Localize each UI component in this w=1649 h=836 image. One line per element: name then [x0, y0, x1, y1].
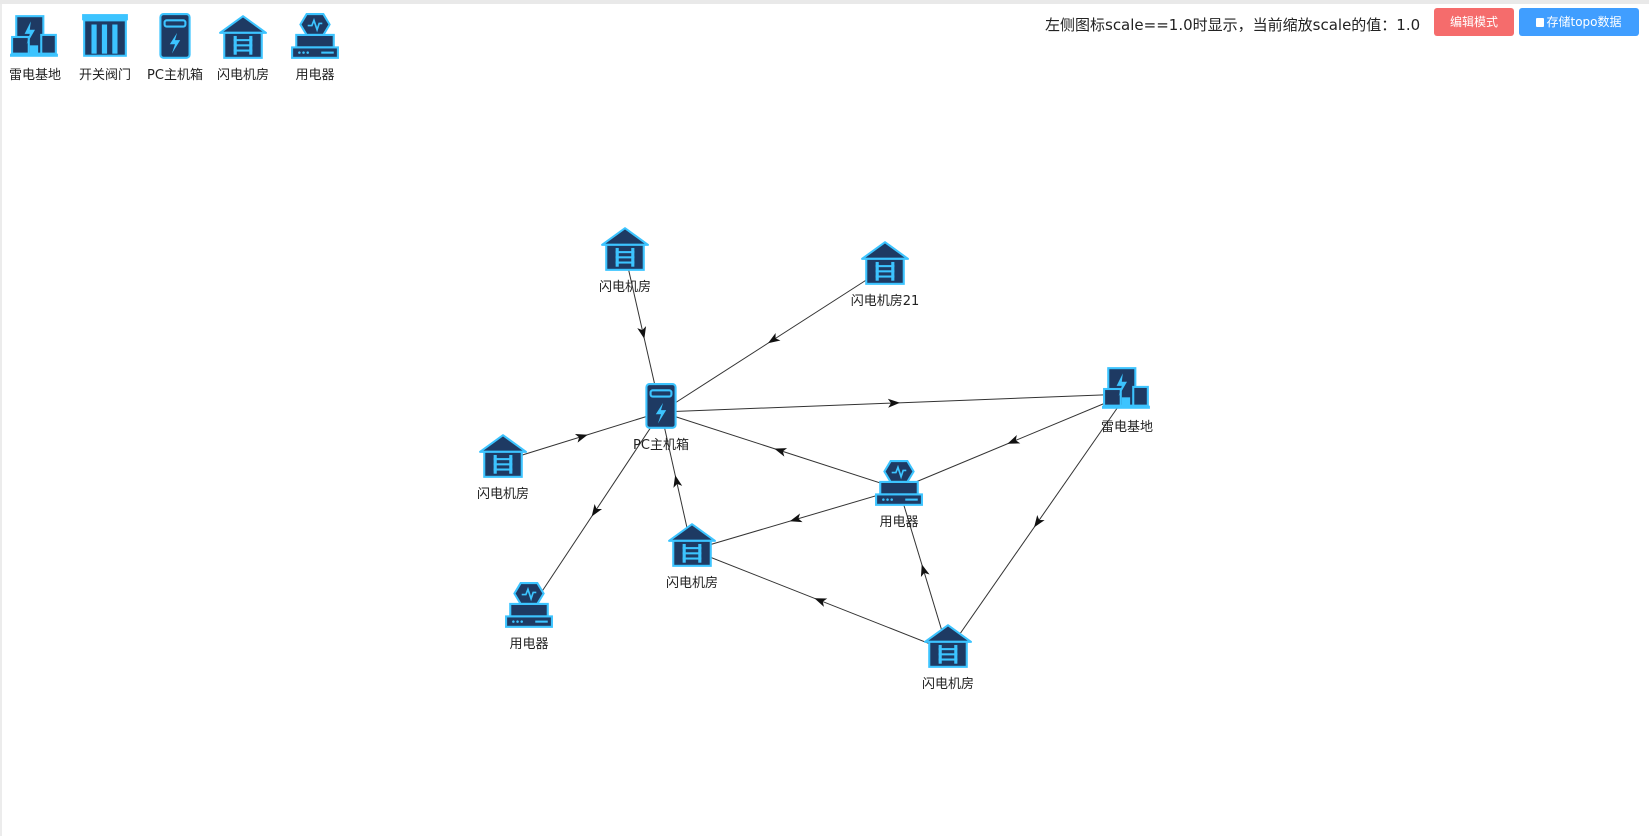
link-arrow — [814, 598, 828, 607]
topo-node-pc-case[interactable]: PC主机箱 — [631, 382, 691, 454]
link-arrow — [887, 398, 900, 408]
machine-room-icon — [218, 12, 268, 66]
topo-node-label: 用电器 — [879, 515, 919, 530]
topo-node-label: PC主机箱 — [633, 438, 689, 453]
link-arrow — [789, 513, 803, 523]
palette-item-substation[interactable]: 雷电基地 — [0, 8, 70, 88]
link-arrow — [1034, 515, 1045, 528]
window-top-strip — [0, 0, 1649, 4]
palette-item-appliance[interactable]: 用电器 — [280, 8, 350, 88]
appliance-icon — [290, 12, 340, 66]
topo-node-label: 雷电基地 — [1100, 420, 1153, 435]
topo-node-label: 闪电机房 — [665, 576, 718, 591]
switch-valve-icon — [80, 12, 130, 66]
edit-mode-button[interactable]: 编辑模式 — [1434, 8, 1514, 36]
link-arrow — [774, 448, 788, 457]
pc-case-icon — [150, 12, 200, 66]
palette-item-label: 闪电机房 — [216, 68, 269, 83]
topo-node-machine-room[interactable]: 闪电机房21 — [851, 238, 919, 310]
palette-item-label: 雷电基地 — [8, 68, 61, 83]
topo-node-label: 闪电机房 — [921, 677, 974, 692]
topology-canvas[interactable]: PC主机箱 闪电机房 闪电机房21 雷电基地 闪电机房 — [0, 92, 1649, 836]
link-arrow — [767, 332, 781, 344]
save-icon — [1536, 18, 1545, 27]
palette-item-pc-case[interactable]: PC主机箱 — [140, 8, 210, 88]
link-arrow — [574, 433, 588, 443]
topo-node-machine-room[interactable]: 闪电机房 — [595, 224, 655, 296]
link-arrow — [591, 504, 603, 517]
topo-node-label: 闪电机房 — [598, 280, 651, 295]
link-arrow — [673, 475, 683, 488]
palette-item-label: 开关阀门 — [78, 68, 131, 83]
topo-node-label: 用电器 — [509, 637, 549, 652]
topo-node-substation[interactable]: 雷电基地 — [1097, 364, 1157, 436]
save-topo-label: 存储topo数据 — [1546, 15, 1622, 29]
topo-node-machine-room[interactable]: 闪电机房 — [918, 621, 978, 693]
palette-item-machine-room[interactable]: 闪电机房 — [208, 8, 278, 88]
link-arrow — [920, 564, 930, 578]
scale-info-text: 左侧图标scale==1.0时显示，当前缩放scale的值：1.0 — [1045, 16, 1421, 34]
substation-icon — [10, 12, 60, 66]
link-arrow — [637, 326, 647, 339]
topo-node-appliance[interactable]: 用电器 — [499, 581, 559, 653]
palette-item-switch-valve[interactable]: 开关阀门 — [70, 8, 140, 88]
topo-node-machine-room[interactable]: 闪电机房 — [473, 431, 533, 503]
link-arrow — [1007, 435, 1021, 444]
topology-links — [502, 253, 1128, 652]
save-topo-button[interactable]: 存储topo数据 — [1519, 8, 1639, 36]
topo-node-label: 闪电机房21 — [850, 294, 920, 309]
topo-node-appliance[interactable]: 用电器 — [869, 459, 929, 531]
topo-node-machine-room[interactable]: 闪电机房 — [662, 520, 722, 592]
palette-item-label: PC主机箱 — [147, 68, 203, 83]
palette-item-label: 用电器 — [295, 68, 335, 83]
topo-node-label: 闪电机房 — [476, 487, 529, 502]
window-left-edge — [0, 4, 2, 836]
